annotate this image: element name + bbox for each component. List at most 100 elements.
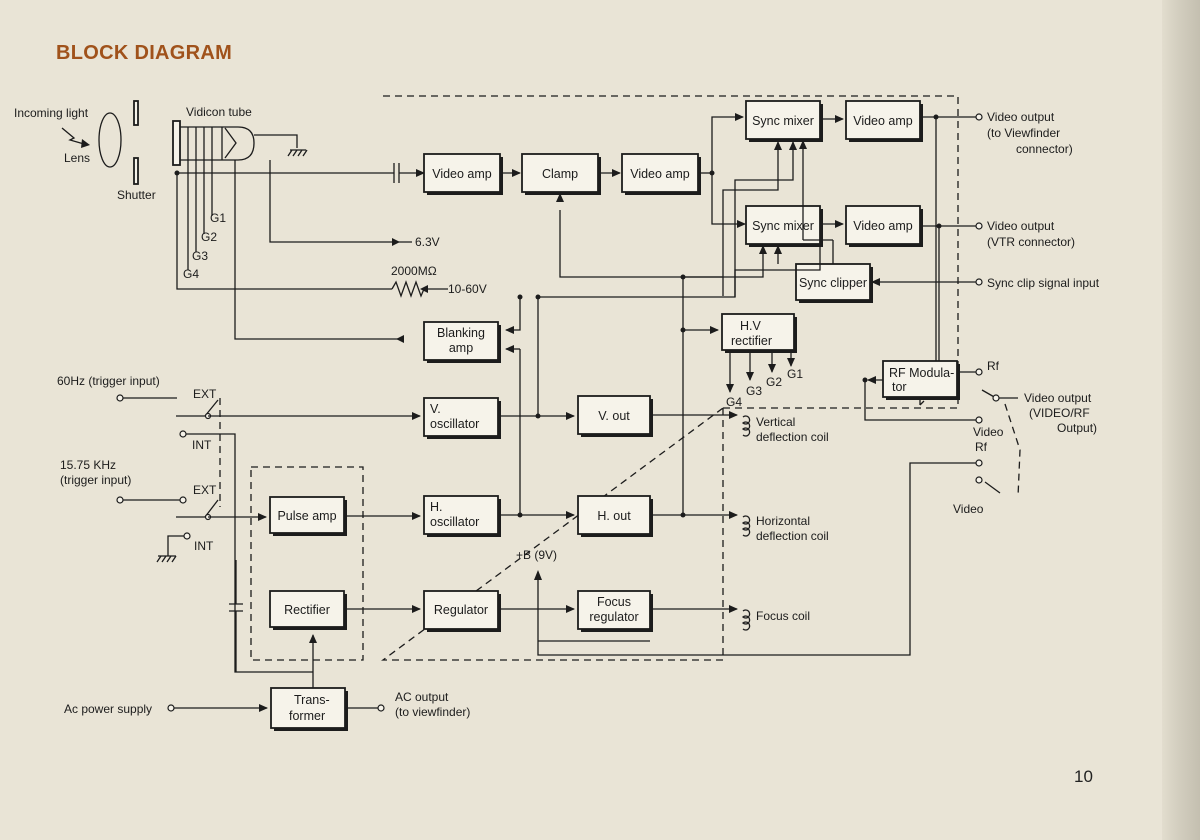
svg-text:V.: V.	[430, 402, 441, 416]
viewfinder-output-label-a: Video output	[987, 110, 1055, 124]
video-label-2: Video	[953, 502, 984, 516]
svg-text:RF Modula-: RF Modula-	[889, 366, 954, 380]
v-out-block: V. out	[577, 395, 653, 437]
vertical-coil-icon	[742, 415, 751, 437]
svg-text:Regulator: Regulator	[434, 603, 488, 617]
filter-capacitor-icon	[229, 603, 243, 612]
vtr-output-label-b: (VTR connector)	[987, 235, 1075, 249]
svg-text:Trans-: Trans-	[294, 693, 330, 707]
rf-modulator-block: RF Modula- tor	[882, 360, 960, 400]
incoming-light-label: Incoming light	[14, 106, 89, 120]
heater-voltage-label: 6.3V	[415, 235, 440, 249]
b-plus-label: +B (9V)	[516, 548, 557, 562]
h-out-block: H. out	[577, 495, 653, 537]
horizontal-coil-label-b: deflection coil	[756, 529, 829, 543]
svg-text:Pulse amp: Pulse amp	[277, 509, 336, 523]
svg-text:Video amp: Video amp	[432, 167, 492, 181]
video-amp-4-block: Video amp	[845, 205, 923, 247]
resistor-icon	[391, 280, 448, 298]
trigger-60hz-label: 60Hz (trigger input)	[57, 374, 160, 388]
int-label-1: INT	[192, 438, 212, 452]
hv-g1-label: G1	[787, 367, 803, 381]
rf-video-output-label-b: (VIDEO/RF	[1029, 406, 1090, 420]
h-oscillator-block: H. oscillator	[423, 495, 501, 537]
svg-text:V. out: V. out	[598, 409, 630, 423]
svg-text:Video amp: Video amp	[853, 219, 913, 233]
lens-label: Lens	[64, 151, 90, 165]
tube-ground-wire	[254, 134, 298, 148]
rf-label-1: Rf	[987, 359, 1000, 373]
page-title: BLOCK DIAGRAM	[56, 42, 233, 64]
vertical-coil-label-b: deflection coil	[756, 430, 829, 444]
rf-video-output-label-c: Output)	[1057, 421, 1097, 435]
svg-text:Rectifier: Rectifier	[284, 603, 330, 617]
ac-power-label: Ac power supply	[64, 702, 152, 716]
heater-line	[269, 160, 412, 243]
svg-text:H.V: H.V	[740, 319, 762, 333]
g1-label: G1	[210, 211, 226, 225]
rectifier-block: Rectifier	[269, 590, 347, 630]
blanking-section: Blanking amp H.V rectifier G4 G3 G2 G1	[423, 294, 803, 515]
video-amp-3-block: Video amp	[845, 100, 923, 142]
focus-regulator-block: Focus regulator	[577, 590, 653, 632]
viewfinder-output-label-b: (to Viewfinder	[987, 126, 1060, 140]
svg-text:H. out: H. out	[597, 509, 631, 523]
target-voltage-label: 10-60V	[448, 282, 487, 296]
regulator-block: Regulator	[423, 590, 501, 632]
video-label-1: Video	[973, 425, 1004, 439]
pulse-amp-block: Pulse amp	[269, 496, 347, 536]
focus-coil-icon	[742, 609, 751, 631]
resistor-label: 2000MΩ	[391, 264, 437, 278]
int-label-2: INT	[194, 539, 214, 553]
video-amp-1-block: Video amp	[423, 153, 503, 195]
clamp-block: Clamp	[521, 153, 601, 195]
shutter-label: Shutter	[117, 188, 156, 202]
svg-text:Sync clipper: Sync clipper	[799, 276, 867, 290]
output-labels: Video output (to Viewfinder connector) V…	[987, 110, 1100, 290]
ext-label-2: EXT	[193, 483, 217, 497]
coupling-capacitor-icon	[393, 163, 400, 183]
hv-g4-label: G4	[726, 395, 742, 409]
trigger-switch-1	[176, 399, 219, 417]
viewfinder-output-label-c: connector)	[1016, 142, 1073, 156]
vertical-coil-label-a: Vertical	[756, 415, 795, 429]
shutter-lower-icon	[133, 157, 139, 185]
svg-text:regulator: regulator	[589, 610, 638, 624]
svg-text:Sync mixer: Sync mixer	[752, 219, 814, 233]
g4-label: G4	[183, 267, 199, 281]
shutter-upper-icon	[133, 100, 139, 126]
sync-mixer-1-block: Sync mixer	[745, 100, 823, 142]
horizontal-coil-icon	[742, 515, 751, 537]
blanking-feed-line	[234, 160, 402, 340]
dashed-module-boundaries	[250, 95, 959, 661]
ground-icon	[287, 149, 308, 157]
v-oscillator-block: V. oscillator	[423, 397, 501, 439]
svg-text:amp: amp	[449, 341, 473, 355]
sync-clipper-block: Sync clipper	[795, 263, 873, 303]
svg-text:former: former	[289, 709, 325, 723]
g2-label: G2	[201, 230, 217, 244]
rf-section: RF Modula- tor Rf Video Video output (VI…	[534, 359, 1097, 656]
lens-icon	[98, 112, 122, 168]
vidicon-tube-icon	[172, 120, 255, 166]
power-section: Rectifier Regulator Focus regulator Focu…	[64, 548, 810, 731]
grid-leads	[187, 160, 213, 270]
focus-coil-label: Focus coil	[756, 609, 810, 623]
vtr-output-label-a: Video output	[987, 219, 1055, 233]
page-edge	[1162, 0, 1200, 840]
horizontal-coil-label-a: Horizontal	[756, 514, 810, 528]
sync-clip-input-label: Sync clip signal input	[987, 276, 1100, 290]
rf-label-2: Rf	[975, 440, 988, 454]
ext-label-1: EXT	[193, 387, 217, 401]
svg-text:Blanking: Blanking	[437, 326, 485, 340]
ac-output-label-b: (to viewfinder)	[395, 705, 470, 719]
trigger-1575-label-a: 15.75 KHz	[60, 458, 116, 472]
hv-rectifier-block: H.V rectifier	[721, 313, 797, 353]
svg-text:Sync mixer: Sync mixer	[752, 114, 814, 128]
transformer-block: Trans- former	[270, 687, 348, 731]
optical-section: Incoming light Lens Shutter Vidicon tube…	[14, 100, 487, 343]
deflection-section: 60Hz (trigger input) EXT INT 15.75 KHz (…	[57, 374, 829, 673]
sync-mixer-2-block: Sync mixer	[745, 205, 823, 247]
target-voltage-line	[176, 173, 392, 290]
